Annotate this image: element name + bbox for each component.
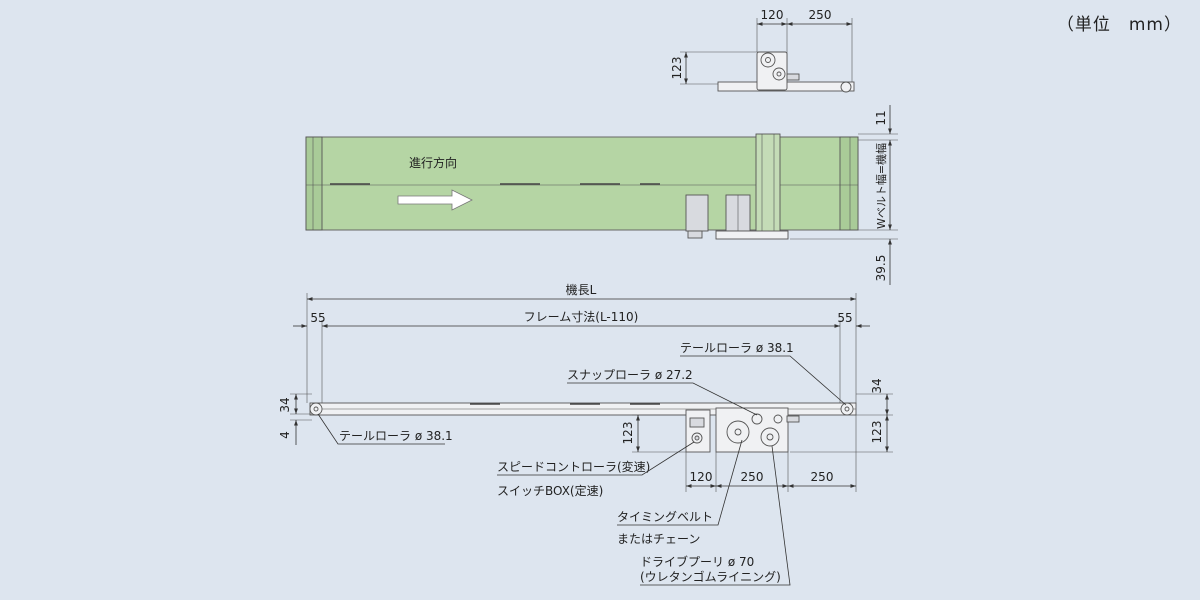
frame-length-label: フレーム寸法(L-110): [524, 310, 639, 324]
side-dim-34-left: 34: [278, 397, 292, 412]
side-dim-55-left: 55: [310, 311, 325, 325]
callout-or-chain: またはチェーン: [617, 532, 700, 546]
side-tail-roller-right-hub: [844, 406, 850, 412]
end-view: 120 250 123: [670, 8, 855, 93]
direction-arrow-icon: [397, 189, 473, 211]
leader-drive-pulley: [640, 445, 791, 586]
plan-tail-end-left: [305, 136, 323, 231]
plan-dim-39-5: 39.5: [874, 255, 888, 282]
top-dim-120: 120: [761, 8, 784, 22]
callout-urethane-lining: (ウレタンゴムライニング): [640, 569, 781, 584]
side-dim-123-right: 123: [870, 421, 884, 444]
end-view-roller-hub: [776, 71, 782, 77]
plan-switch-foot: [687, 230, 703, 239]
side-dim-250-bottom-a: 250: [741, 470, 764, 484]
top-dim-250: 250: [809, 8, 832, 22]
machine-length-label: 機長L: [566, 282, 597, 297]
snap-roller: [751, 413, 763, 425]
side-dim-55-right: 55: [837, 311, 852, 325]
callout-snap-roller: スナップローラ ø 27.2: [567, 368, 693, 382]
end-view-tail-roller: [840, 81, 852, 93]
side-dim-34-right: 34: [870, 378, 884, 393]
drive-motor-pulley-hub: [734, 428, 742, 436]
plan-width-label: Wベルト幅=機幅: [874, 143, 888, 229]
plan-dim-11: 11: [874, 110, 888, 125]
plan-base-plate: [715, 230, 789, 240]
callout-drive-pulley: ドライブプーリ ø 70: [640, 554, 754, 569]
plan-view: 進行方向 11 Wベルト幅=機幅 39.5: [305, 105, 898, 285]
leader-tail-roller-right: [680, 355, 847, 406]
callout-timing-belt: タイミングベルト: [617, 510, 713, 524]
side-dim-123-box: 123: [621, 422, 635, 445]
unit-label: （単位 mm）: [1056, 15, 1182, 35]
drive-bracket: [786, 415, 800, 423]
side-dim-4-left: 4: [278, 431, 292, 439]
plan-drive-pulley: [755, 133, 781, 233]
end-view-bracket: [786, 73, 800, 81]
leader-snap-roller: [567, 382, 758, 416]
callout-speed-control-roller: スピードコントローラ(変速): [497, 459, 650, 474]
speed-control-knob-center: [694, 435, 700, 441]
plan-tail-end-right: [839, 136, 859, 231]
idler-roller: [773, 414, 783, 424]
end-view-pulley-hub: [765, 57, 771, 63]
callout-tail-roller-left: テールローラ ø 38.1: [339, 429, 453, 443]
drive-pulley-hub: [766, 433, 774, 441]
callout-tail-roller-right: テールローラ ø 38.1: [680, 341, 794, 355]
callout-switch-box: スイッチBOX(定速): [497, 483, 603, 498]
top-dim-123: 123: [670, 57, 684, 80]
speed-control-box: [685, 409, 711, 453]
side-dim-250-bottom-b: 250: [811, 470, 834, 484]
side-tail-roller-left-hub: [313, 406, 319, 412]
side-view: 機長L フレーム寸法(L-110) 55 55: [278, 282, 893, 586]
plan-speed-controller: [685, 194, 709, 232]
side-dim-120-bottom: 120: [690, 470, 713, 484]
leader-tail-roller-left: [317, 413, 445, 445]
leader-speed-control: [497, 441, 695, 476]
speed-control-display: [689, 417, 705, 428]
leader-timing-belt: [617, 439, 743, 526]
direction-label: 進行方向: [409, 155, 457, 170]
